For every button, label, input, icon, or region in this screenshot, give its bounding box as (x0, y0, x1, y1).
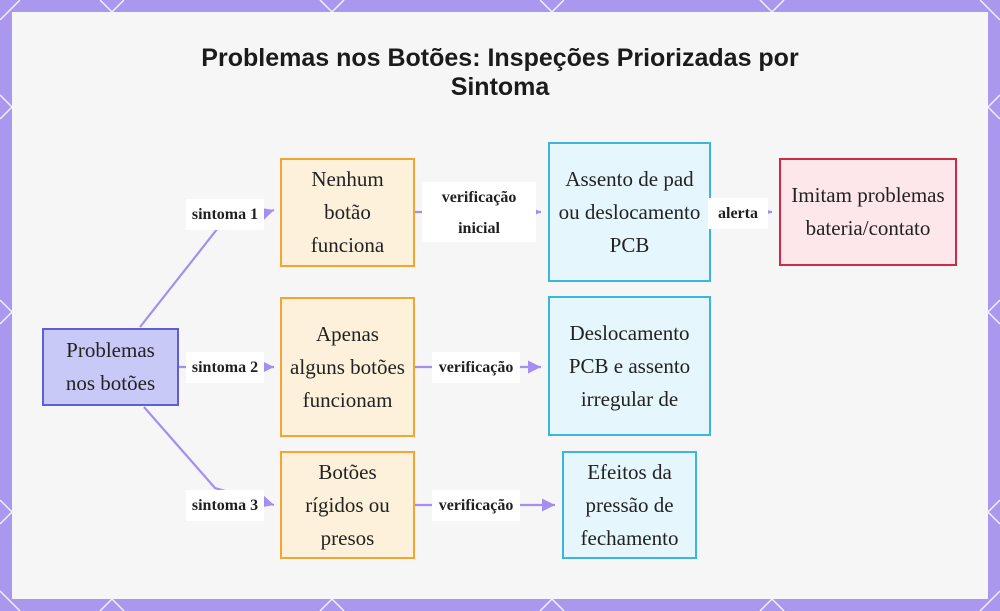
edge-label-symptom-3: sintoma 3 (186, 490, 264, 521)
edge-label-symptom-2: sintoma 2 (186, 352, 264, 383)
edge-label-initial-check: verificação inicial (422, 182, 536, 242)
diagram-title: Problemas nos Botões: Inspeções Prioriza… (201, 44, 799, 101)
node-cause-1: Assento de pad ou deslocamento PCB (548, 142, 711, 282)
edge-label-check-3: verificação (432, 490, 520, 521)
edge-label-symptom-1: sintoma 1 (186, 199, 264, 230)
node-cause-3: Efeitos da pressão de fechamento (562, 451, 697, 559)
node-cause-2: Deslocamento PCB e assento irregular de (548, 296, 711, 436)
node-symptom-3: Botões rígidos ou presos (280, 451, 415, 559)
node-alert: Imitam problemas bateria/contato (779, 158, 957, 266)
node-symptom-2: Apenas alguns botões funcionam (280, 297, 415, 437)
edge-label-initial-check-line1: verificação (441, 189, 517, 206)
node-root: Problemas nos botões (42, 328, 179, 406)
edge-label-alert: alerta (708, 198, 768, 229)
edge-label-check-2: verificação (432, 352, 520, 383)
node-symptom-1: Nenhum botão funciona (280, 158, 415, 267)
edge-label-initial-check-line2: inicial (458, 220, 500, 237)
